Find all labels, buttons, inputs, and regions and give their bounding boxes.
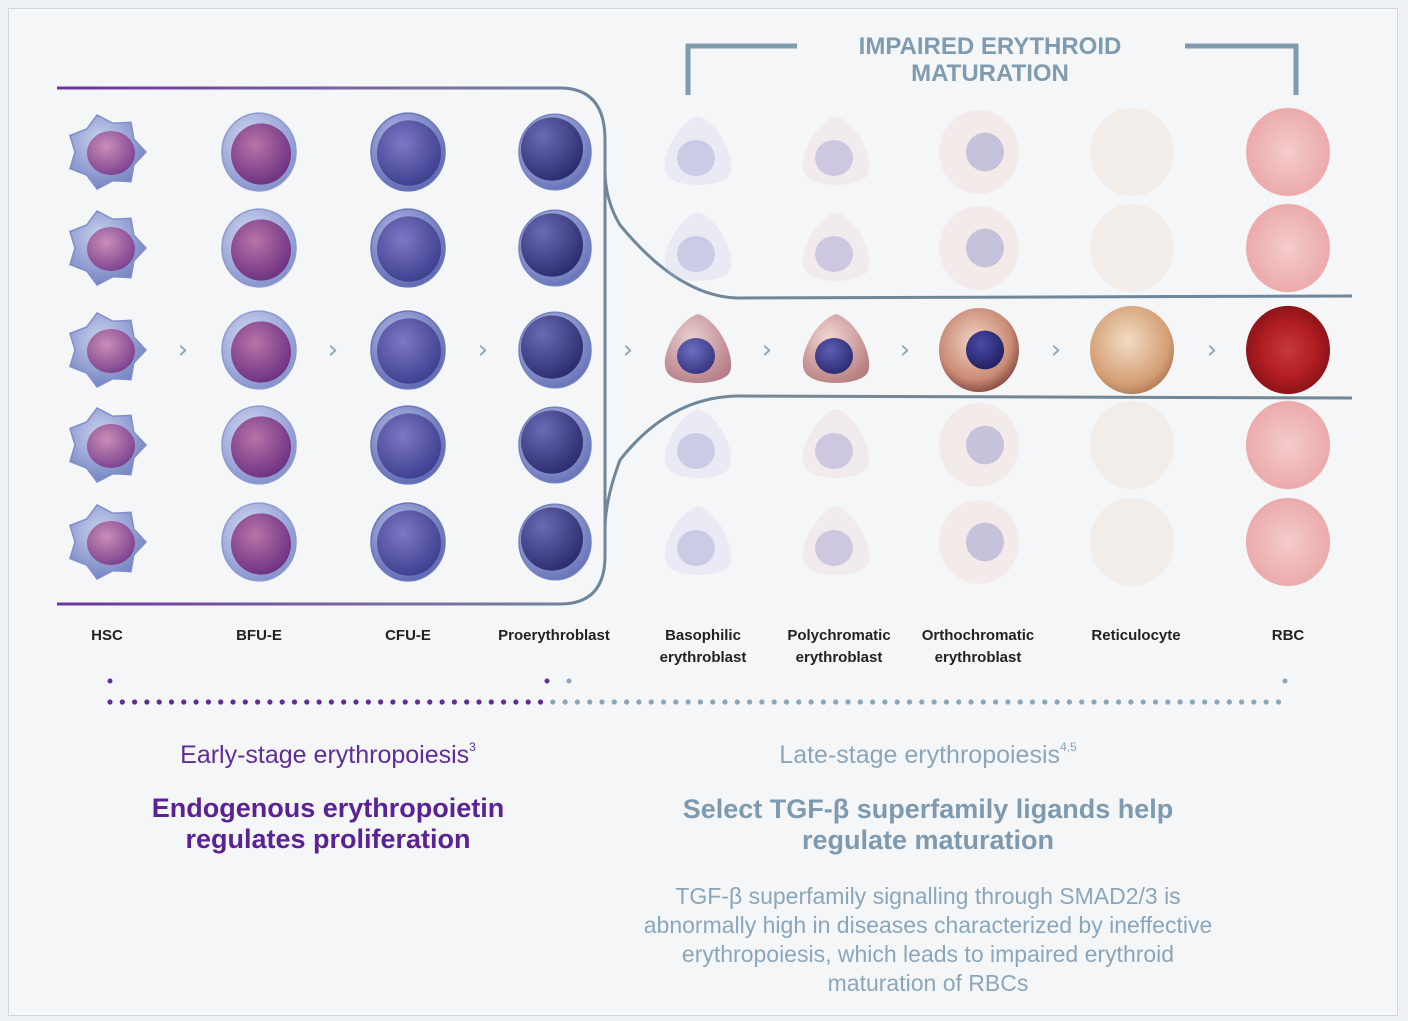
orthochromatic-erythroblast-cell [939, 206, 1019, 290]
stage-label-rbc: RBC [1272, 625, 1305, 647]
stage-label-line1: Orthochromatic [922, 625, 1035, 647]
stage-arrow-icon: › [1207, 335, 1217, 365]
stage-label-line2: erythroblast [660, 647, 747, 669]
cfu-e-cell [371, 406, 445, 484]
basophilic-erythroblast-cell [665, 409, 731, 478]
early-subhead-line2: regulates proliferation [152, 824, 505, 855]
stage-label-basophilic: Basophilic erythroblast [660, 625, 747, 669]
stage-label-bfu-e: BFU-E [236, 625, 282, 647]
bfu-e-cell [222, 311, 296, 389]
impaired-maturation-title: IMPAIRED ERYTHROID MATURATION [859, 33, 1122, 87]
stage-label-line1: RBC [1272, 625, 1305, 647]
late-stage-description: TGF-β superfamily signalling through SMA… [628, 882, 1228, 998]
hsc-cell [70, 211, 146, 285]
late-subhead-line2: regulate maturation [683, 825, 1174, 856]
cfu-e-cell [371, 503, 445, 581]
late-stage-dots [567, 679, 1288, 684]
impaired-title-line2: MATURATION [859, 60, 1122, 87]
early-stage-title-text: Early-stage erythropoiesis [180, 741, 469, 769]
orthochromatic-erythroblast-cell [939, 110, 1019, 194]
orthochromatic-erythroblast-cell [939, 500, 1019, 584]
stage-label-line1: Basophilic [660, 625, 747, 647]
stage-label-line1: BFU-E [236, 625, 282, 647]
stage-label-orthochromatic: Orthochromatic erythroblast [922, 625, 1035, 669]
stage-arrow-icon: › [623, 335, 633, 365]
reticulocyte-cell [1090, 108, 1174, 196]
proerythroblast-cell [519, 114, 591, 190]
basophilic-erythroblast-cell [665, 116, 731, 185]
rbc-cell [1246, 204, 1330, 292]
cfu-e-cell [371, 311, 445, 389]
stage-label-line2: erythroblast [787, 647, 890, 669]
cell-grid [70, 108, 1330, 586]
hsc-cell [70, 313, 146, 387]
reticulocyte-cell [1090, 498, 1174, 586]
proerythroblast-cell [519, 407, 591, 483]
stage-label-line1: CFU-E [385, 625, 431, 647]
stage-label-line2: erythroblast [922, 647, 1035, 669]
stage-arrow-icon: › [328, 335, 338, 365]
reticulocyte-cell [1090, 401, 1174, 489]
rbc-cell [1246, 306, 1330, 394]
early-stage-title: Early-stage erythropoiesis3 [180, 740, 476, 770]
stage-arrow-icon: › [762, 335, 772, 365]
stage-label-line1: Reticulocyte [1091, 625, 1180, 647]
proerythroblast-cell [519, 210, 591, 286]
reticulocyte-cell [1090, 306, 1174, 394]
stage-arrow-icon: › [478, 335, 488, 365]
stage-label-polychromatic: Polychromatic erythroblast [787, 625, 890, 669]
late-stage-title-text: Late-stage erythropoiesis [779, 741, 1060, 769]
polychromatic-erythroblast-cell [803, 116, 869, 185]
impaired-title-line1: IMPAIRED ERYTHROID [859, 33, 1122, 60]
rbc-cell [1246, 498, 1330, 586]
reticulocyte-cell [1090, 204, 1174, 292]
polychromatic-erythroblast-cell [803, 409, 869, 478]
stage-label-proerythroblast: Proerythroblast [498, 625, 610, 647]
bfu-e-cell [222, 113, 296, 191]
cfu-e-cell [371, 209, 445, 287]
basophilic-erythroblast-cell [665, 212, 731, 281]
stage-label-line1: Proerythroblast [498, 625, 610, 647]
early-stage-reference: 3 [469, 740, 476, 754]
proerythroblast-cell [519, 312, 591, 388]
basophilic-erythroblast-cell [665, 314, 731, 383]
hsc-cell [70, 115, 146, 189]
stage-label-reticulocyte: Reticulocyte [1091, 625, 1180, 647]
orthochromatic-erythroblast-cell [939, 403, 1019, 487]
late-stage-subhead: Select TGF-β superfamily ligands help re… [683, 794, 1174, 856]
hsc-cell [70, 505, 146, 579]
polychromatic-erythroblast-cell [803, 506, 869, 575]
stage-arrow-icon: › [178, 335, 188, 365]
stage-label-line1: Polychromatic [787, 625, 890, 647]
stage-label-hsc: HSC [91, 625, 123, 647]
proerythroblast-cell [519, 504, 591, 580]
stage-arrow-icon: › [900, 335, 910, 365]
orthochromatic-erythroblast-cell [939, 308, 1019, 392]
early-stage-dots [108, 679, 550, 684]
stage-divider-dotted-line [107, 699, 1281, 704]
basophilic-erythroblast-cell [665, 506, 731, 575]
early-stage-subhead: Endogenous erythropoietin regulates prol… [152, 793, 505, 855]
stage-label-cfu-e: CFU-E [385, 625, 431, 647]
bfu-e-cell [222, 503, 296, 581]
stage-arrow-icon: › [1051, 335, 1061, 365]
polychromatic-erythroblast-cell [803, 212, 869, 281]
stage-label-line1: HSC [91, 625, 123, 647]
polychromatic-erythroblast-cell [803, 314, 869, 383]
rbc-cell [1246, 108, 1330, 196]
late-stage-reference: 4,5 [1060, 740, 1077, 754]
cfu-e-cell [371, 113, 445, 191]
late-subhead-line1: Select TGF-β superfamily ligands help [683, 794, 1174, 825]
bfu-e-cell [222, 406, 296, 484]
hsc-cell [70, 408, 146, 482]
rbc-cell [1246, 401, 1330, 489]
early-subhead-line1: Endogenous erythropoietin [152, 793, 505, 824]
bfu-e-cell [222, 209, 296, 287]
late-stage-title: Late-stage erythropoiesis4,5 [779, 740, 1076, 770]
